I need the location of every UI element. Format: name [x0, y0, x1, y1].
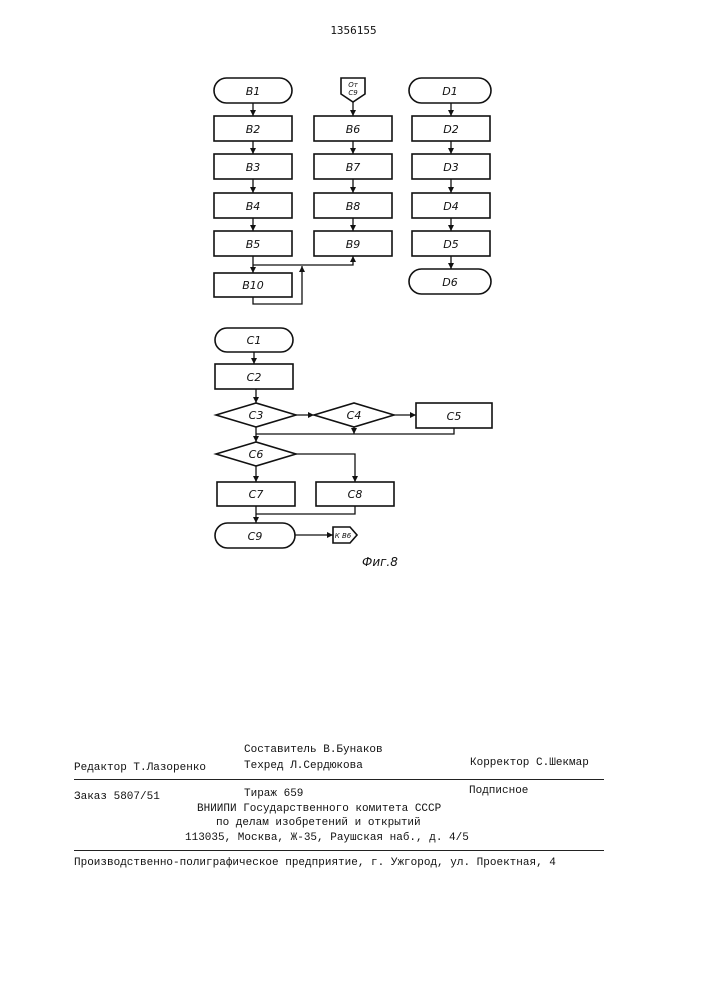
label-b6: B6: [346, 123, 361, 136]
label-c6: C6: [249, 448, 264, 461]
label-b3: B3: [246, 161, 261, 174]
label-b9: B9: [346, 238, 361, 251]
label-c2: C2: [247, 371, 262, 384]
label-b1: B1: [246, 85, 261, 98]
column-b-left: B1 B2 B3 B4 B5 B10: [214, 78, 353, 304]
arrow-c6-c8: [296, 454, 355, 482]
label-to-b6: К B6: [335, 532, 352, 540]
label-b8: B8: [346, 200, 361, 213]
label-d2: D2: [443, 123, 458, 136]
label-d3: D3: [443, 161, 458, 174]
institute-line2: по делам изобретений и открытий: [216, 817, 421, 829]
label-d1: D1: [442, 85, 457, 98]
label-from-c9-1: От: [348, 81, 359, 89]
figure-caption: Фиг.8: [362, 555, 398, 569]
label-d6: D6: [442, 276, 457, 289]
line-c5-merge: [256, 428, 454, 434]
label-b7: B7: [346, 161, 361, 174]
column-d: D1 D2 D3 D4 D5 D6: [409, 78, 491, 294]
printer: Производственно-полиграфическое предприя…: [74, 857, 556, 869]
divider-bottom: [74, 850, 604, 851]
tech-editor: Техред Л.Сердюкова: [244, 760, 363, 772]
column-c: C1 C2 C3 C4 C5 C6 C7 C8 C9 К B6: [215, 328, 492, 548]
line-c8-merge: [256, 506, 355, 514]
label-from-c9-2: C9: [348, 89, 358, 97]
compiler: Составитель В.Бунаков: [244, 744, 383, 756]
flowchart-figure: B1 B2 B3 B4 B5 B10 От C9: [0, 0, 707, 600]
institute-line1: ВНИИПИ Государственного комитета СССР: [197, 803, 441, 815]
label-b2: B2: [246, 123, 261, 136]
institute-address: 113035, Москва, Ж-35, Раушская наб., д. …: [185, 832, 469, 844]
label-c8: C8: [348, 488, 363, 501]
label-b10: B10: [242, 279, 264, 292]
label-b4: B4: [246, 200, 261, 213]
arrow-b5-b9: [253, 256, 353, 265]
label-c3: C3: [249, 409, 264, 422]
subscription: Подписное: [469, 785, 528, 797]
circulation: Тираж 659: [244, 788, 303, 800]
label-c9: C9: [248, 530, 263, 543]
label-c1: C1: [247, 334, 262, 347]
label-c5: C5: [447, 410, 462, 423]
label-c7: C7: [249, 488, 264, 501]
editor: Редактор Т.Лазоренко: [74, 762, 206, 774]
column-b-right: От C9 B6 B7 B8 B9: [314, 78, 392, 256]
order-number: Заказ 5807/51: [74, 791, 160, 803]
label-d5: D5: [443, 238, 458, 251]
divider-top: [74, 779, 604, 780]
proofreader: Корректор С.Шекмар: [470, 757, 589, 769]
label-b5: B5: [246, 238, 261, 251]
label-c4: C4: [347, 409, 362, 422]
label-d4: D4: [443, 200, 458, 213]
